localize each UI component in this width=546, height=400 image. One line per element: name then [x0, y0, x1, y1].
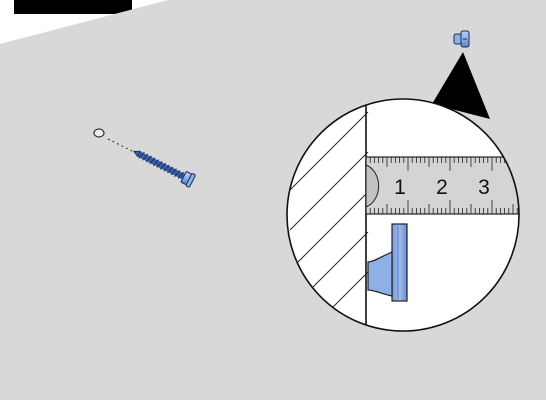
screw-icon [132, 150, 196, 188]
magnifier-detail: 1 2 3 [286, 98, 520, 332]
tape-number: 2 [436, 176, 448, 199]
measuring-tape-icon: 1 2 3 [365, 156, 519, 215]
wall-hook-icon [367, 223, 408, 302]
screw-head-icon [453, 30, 470, 48]
magnifier-pointer [432, 52, 490, 119]
tape-number: 1 [394, 176, 406, 199]
label-tab [14, 0, 132, 14]
drill-hole-icon [93, 128, 141, 156]
tape-number: 3 [478, 176, 490, 199]
